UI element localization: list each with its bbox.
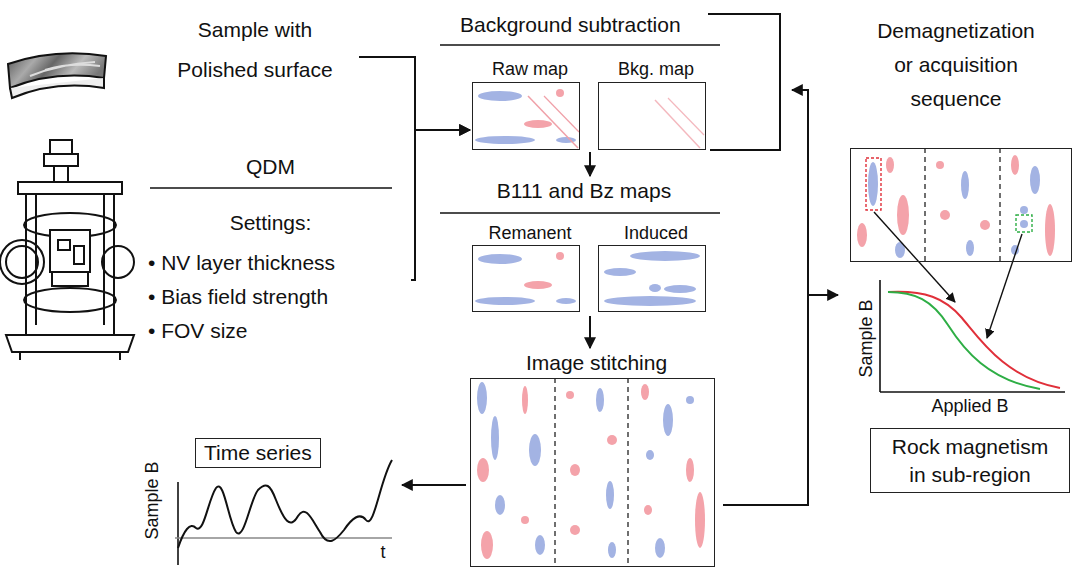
map-frame xyxy=(850,148,1072,262)
axis-label: Sample B xyxy=(141,461,162,539)
axis-label: Sample B xyxy=(855,299,876,377)
map-panel: Remanent xyxy=(472,222,588,312)
map-frame xyxy=(598,82,706,150)
node-heading: Background subtraction xyxy=(460,12,790,38)
node-heading: Raw map xyxy=(472,58,588,81)
node-heading: Remanent xyxy=(472,222,588,245)
axis-label: t xyxy=(380,542,385,563)
flow-arrow xyxy=(359,57,470,130)
flow-arrow xyxy=(411,130,470,280)
map-panel: Image stitching xyxy=(470,350,723,567)
node-heading: Image stitching xyxy=(470,350,723,376)
flow-arrow xyxy=(723,90,808,505)
section-rules xyxy=(150,14,780,213)
text-group: Background subtractionRaw map Bkg. map xyxy=(440,8,790,150)
map-frame xyxy=(598,245,706,312)
map-panel: Raw map xyxy=(472,58,588,150)
text-group: Sample with Polished surface xyxy=(165,10,355,100)
setting-item: Settings: xyxy=(148,210,393,236)
hysteresis-plot xyxy=(874,212,1065,392)
axis-label: Applied B xyxy=(931,396,1008,417)
flow-arrow xyxy=(589,152,591,176)
sample-slab xyxy=(8,53,106,98)
text-group: QDM Settings: • NV layer thickness • Bias f… xyxy=(148,150,411,350)
flow-arrow xyxy=(402,484,466,486)
node-heading: B111 and Bz maps xyxy=(440,178,728,204)
node-heading: QDM xyxy=(148,154,393,180)
setting-item: • Bias field strength xyxy=(148,284,411,310)
node-heading: Demagnetization or acquisition sequence xyxy=(869,14,1044,116)
map-blobs xyxy=(475,89,1055,566)
map-panel: Bkg. map xyxy=(598,58,714,150)
caption-box: Rock magnetism in sub-region xyxy=(870,428,1070,493)
node-heading: Rock magnetism in sub-region xyxy=(888,433,1053,489)
time-series-plot xyxy=(175,460,392,565)
flow-arrow xyxy=(589,316,591,348)
setting-item: • NV layer thickness xyxy=(148,250,411,276)
setting-item: • FOV size xyxy=(148,318,411,344)
node-heading: Time series xyxy=(195,438,321,468)
map-panel: Induced xyxy=(598,222,714,312)
map-frame xyxy=(472,245,580,312)
text-group: B111 and Bz mapsRemanent Induced xyxy=(440,178,728,312)
node-heading: Sample with Polished surface xyxy=(165,10,345,90)
node-heading: Bkg. map xyxy=(598,58,714,81)
map-frame xyxy=(470,378,715,567)
qdm-instrument xyxy=(0,140,134,360)
node-heading: Induced xyxy=(598,222,714,245)
flow-arrow xyxy=(723,295,838,505)
text-group: Time series xyxy=(140,434,400,570)
map-frame xyxy=(472,82,580,150)
